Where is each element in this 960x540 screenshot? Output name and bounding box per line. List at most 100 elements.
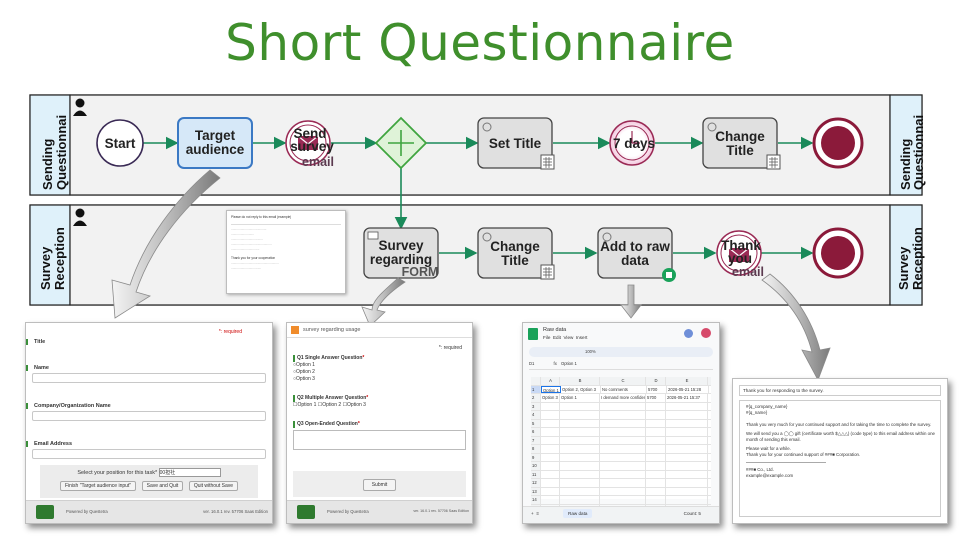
open-answer-textarea[interactable] (293, 430, 466, 450)
task-set-title[interactable]: Set Title (477, 117, 555, 170)
cell-ref[interactable]: D1 (529, 361, 535, 366)
sheets-icon (528, 328, 538, 340)
table-row[interactable]: 7 (531, 436, 711, 445)
arrow-to-sheet (620, 284, 642, 319)
position-select[interactable]: 00担社 (158, 468, 221, 477)
checkbox-option[interactable]: ☐Option 1 (293, 402, 317, 408)
version-text: ver. 16.0.1 rev. 57706 Saas Edition (203, 509, 268, 514)
start-event[interactable]: Start (96, 119, 144, 167)
arrow-to-mail (761, 273, 831, 381)
radio-option[interactable]: ○Option 2 (293, 369, 315, 375)
target-audience-form-thumbnail: *: required Title Name Company/Organizat… (25, 322, 273, 524)
svg-text:email: email (732, 265, 764, 279)
survey-header: survey regarding usage (303, 327, 361, 333)
checkbox-option[interactable]: ☐Option 2 (317, 402, 342, 408)
save-quit-button[interactable]: Save and Quit (141, 481, 184, 491)
email-preview-thumbnail: Please do not reply to this email (examp… (226, 210, 346, 294)
zoom-level[interactable]: 100% (585, 349, 596, 354)
q2-label: Q2 Multiple Answer Question (297, 395, 367, 401)
q3-label: Q3 Open-Ended Question (297, 421, 358, 427)
select-prompt: Select your position for this task* (77, 470, 158, 476)
parallel-gateway[interactable] (374, 116, 428, 170)
required-note: *: required (218, 329, 242, 335)
menu-insert[interactable]: Insert (575, 335, 588, 340)
svg-text:email: email (302, 155, 334, 169)
required-note: *: required (438, 345, 462, 351)
table-row[interactable]: 8 (531, 445, 711, 454)
gear-icon (482, 232, 492, 242)
table-row[interactable]: 11 (531, 470, 711, 479)
title-label: Title (34, 339, 46, 345)
callout-arrows (111, 169, 831, 381)
mail-line: example@example.com (746, 473, 794, 478)
survey-form-thumbnail: survey regarding usage *: required Q1 Si… (286, 322, 473, 524)
q1-label: Q1 Single Answer Question (297, 355, 363, 361)
end-event-1[interactable] (812, 117, 864, 169)
table-row[interactable]: 13 (531, 487, 711, 496)
table-row[interactable]: 3 (531, 402, 711, 411)
mail-subject[interactable]: Thank you for responding to the survey. (743, 388, 824, 393)
questetra-logo (36, 505, 54, 519)
svg-text:7 days: 7 days (613, 136, 655, 151)
doc-title: Raw data (543, 327, 567, 333)
table-row[interactable]: 14 (531, 496, 711, 505)
person-icon (73, 208, 87, 226)
menu-file[interactable]: File (543, 335, 551, 340)
table-row: 1 Option 1 Option 2, Option 3 No comment… (531, 385, 711, 394)
start-label: Start (105, 136, 136, 151)
table-row[interactable]: 12 (531, 479, 711, 488)
gear-icon (707, 122, 717, 132)
table-row: 2 Option 3 Option 1 I demand more confid… (531, 394, 711, 403)
sheet-tab[interactable]: Raw data (563, 509, 593, 518)
company-field[interactable] (32, 411, 266, 421)
email-field[interactable] (32, 449, 266, 459)
submit-button[interactable]: Submit (362, 479, 397, 491)
table-row[interactable]: 5 (531, 419, 711, 428)
radio-option[interactable]: ○Option 1 (293, 362, 315, 368)
arrow-to-form (111, 169, 221, 319)
radio-option[interactable]: ○Option 3 (293, 376, 315, 382)
sheet-grid[interactable]: A B C D E 1 Option 1 Option 2, Option 3 … (531, 377, 711, 523)
share-icon[interactable] (684, 329, 693, 338)
table-row[interactable]: 6 (531, 428, 711, 437)
mail-line: #{q_company_name} (746, 404, 788, 409)
menu-view[interactable]: View (563, 335, 574, 340)
checkbox-option[interactable]: ☐Option 3 (342, 402, 366, 408)
mail-line: We will send you a ◯◯ gift (certificate … (746, 431, 935, 442)
mail-line: #{q_name} (746, 410, 768, 415)
end-event-2[interactable] (812, 227, 864, 279)
gear-icon (602, 232, 612, 242)
gear-icon (482, 122, 492, 132)
version-text: ver. 16.0.1 rev. 57706 Saas Edition (413, 509, 469, 513)
timer-event[interactable]: 7 days (609, 120, 655, 166)
table-row[interactable]: 10 (531, 462, 711, 471)
formula-bar[interactable]: Option 1 (560, 361, 577, 366)
avatar[interactable] (701, 328, 711, 338)
quit-button[interactable]: Quit without Save (188, 481, 239, 491)
pool-label-left-2: SurveyReception (38, 227, 67, 290)
footer-text: Powered by Questetra (66, 509, 108, 514)
menu-edit[interactable]: Edit (552, 335, 561, 340)
mail-line: Please wait for a while. (746, 446, 791, 451)
table-row[interactable]: 9 (531, 453, 711, 462)
spreadsheet-thumbnail: Raw data File Edit View Insert 100% D1 f… (522, 322, 720, 524)
envelope-icon (367, 231, 379, 240)
svg-text:Set Title: Set Title (489, 136, 542, 151)
table-row[interactable]: 4 (531, 411, 711, 420)
name-field[interactable] (32, 373, 266, 383)
mail-line: ###■ Co., Ltd. (746, 467, 774, 472)
finish-button[interactable]: Finish "Target audience input" (59, 481, 137, 491)
